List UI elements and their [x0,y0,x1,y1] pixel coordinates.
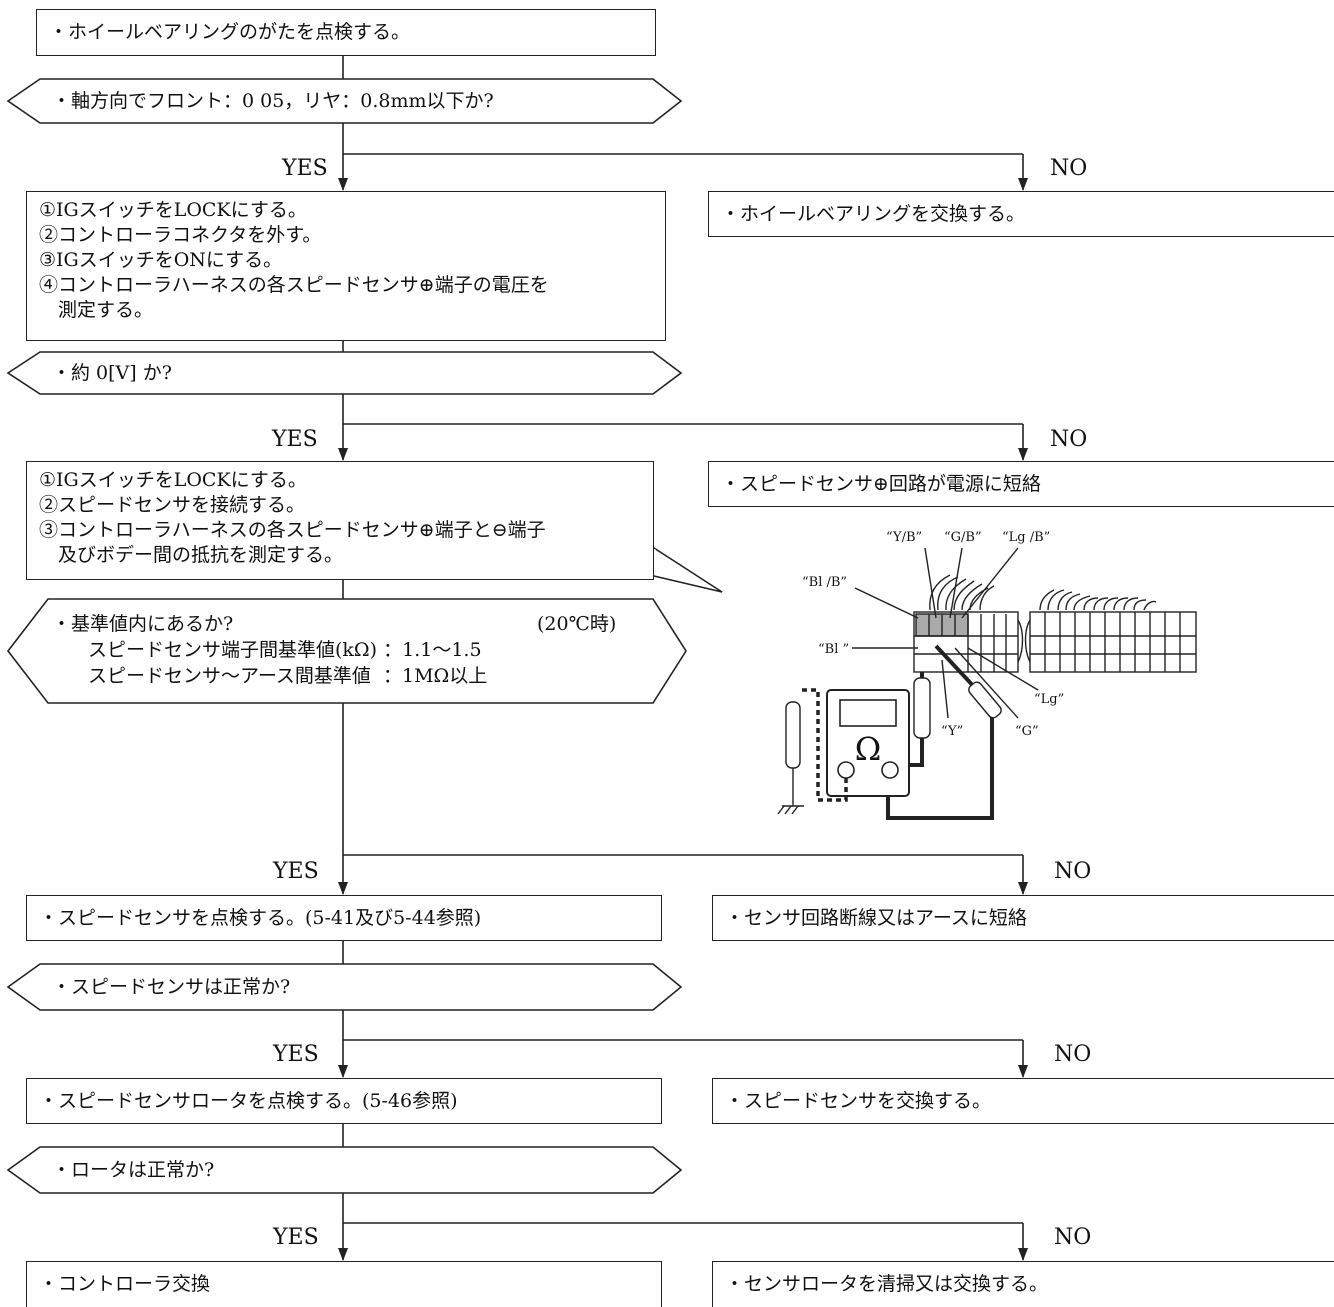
no-1-text: ・ホイールベアリングを交換する。 [721,202,1026,225]
multimeter-connector-illustration: Ω [777,547,1197,820]
yes-label-4: YES [273,1042,319,1067]
decision-4-shape [6,963,683,1011]
decision-3-shape [6,598,687,704]
wire-label-bl-b: “Bl /B” [802,575,848,590]
step-2-box: ①IGスイッチをLOCKにする。 ②コントローラコネクタを外す。 ③IGスイッチ… [26,191,666,341]
step-5-text: ・スピードセンサロータを点検する。(5-46参照) [39,1089,458,1112]
no-1-box: ・ホイールベアリングを交換する。 [708,191,1334,237]
step-4-text: ・スピードセンサを点検する。(5-41及び5-44参照) [39,906,482,929]
no-5-text: ・センサロータを清掃又は交換する。 [725,1273,1049,1295]
wire-label-g-b: “G/B” [944,530,982,545]
no-label-2: NO [1050,427,1088,452]
no-2-box: ・スピードセンサ⊕回路が電源に短絡 [708,461,1334,507]
no-label-3: NO [1054,859,1092,884]
wire-label-y-b: “Y/B” [886,530,923,545]
decision-3-temperature: (20℃時) [537,613,617,635]
yes-label-3: YES [273,859,319,884]
decision-5-text: ・ロータは正常か? [52,1159,215,1181]
step-2-text: ①IGスイッチをLOCKにする。 ②コントローラコネクタを外す。 ③IGスイッチ… [39,199,549,321]
decision-2-text: ・約 0[V] か? [52,362,172,384]
step-3-box: ①IGスイッチをLOCKにする。 ②スピードセンサを接続する。 ③コントローラハ… [26,461,654,580]
step-6-box: ・コントローラ交換 [26,1261,662,1307]
no-3-box: ・センサ回路断線又はアースに短絡 [712,895,1334,941]
no-label-5: NO [1054,1225,1092,1250]
wire-label-y: “Y” [941,724,964,739]
svg-text:Ω: Ω [855,730,882,768]
decision-2-shape [6,351,683,395]
decision-1-shape [6,78,683,124]
no-4-box: ・スピードセンサを交換する。 [712,1078,1334,1124]
wire-label-bl: “Bl ” [818,642,850,657]
wire-label-g: “G” [1015,724,1039,739]
yes-label-5: YES [273,1225,319,1250]
decision-4-text: ・スピードセンサは正常か? [52,976,291,998]
yes-label-1: YES [282,156,328,181]
decision-3-criterion-2: スピードセンサ〜アース間基準値 ：1MΩ以上 [88,665,488,687]
step-1-text: ・ホイールベアリングのがたを点検する。 [49,21,411,43]
step-4-box: ・スピードセンサを点検する。(5-41及び5-44参照) [26,895,662,941]
step-3-text: ①IGスイッチをLOCKにする。 ②スピードセンサを接続する。 ③コントローラハ… [39,469,546,566]
yes-label-2: YES [272,427,318,452]
no-5-box: ・センサロータを清掃又は交換する。 [712,1261,1334,1307]
no-4-text: ・スピードセンサを交換する。 [725,1089,992,1112]
decision-5-shape [6,1146,683,1194]
decision-3-criterion-1: スピードセンサ端子間基準値(kΩ) ：1.1〜1.5 [88,639,482,661]
no-2-text: ・スピードセンサ⊕回路が電源に短絡 [721,472,1041,495]
decision-1-text: ・軸方向でフロント：0 05，リヤ：0.8mm以下か? [52,90,494,112]
step-1-box: ・ホイールベアリングのがたを点検する。 [36,9,656,56]
decision-3-question: ・基準値内にあるか? [52,613,234,635]
no-3-text: ・センサ回路断線又はアースに短絡 [725,906,1027,929]
no-label-1: NO [1050,156,1088,181]
wire-label-lg: “Lg” [1034,692,1065,707]
step-6-text: ・コントローラ交換 [39,1273,211,1295]
wire-label-lg-b: “Lg /B” [1002,530,1051,545]
no-label-4: NO [1054,1042,1092,1067]
step-5-box: ・スピードセンサロータを点検する。(5-46参照) [26,1078,662,1124]
